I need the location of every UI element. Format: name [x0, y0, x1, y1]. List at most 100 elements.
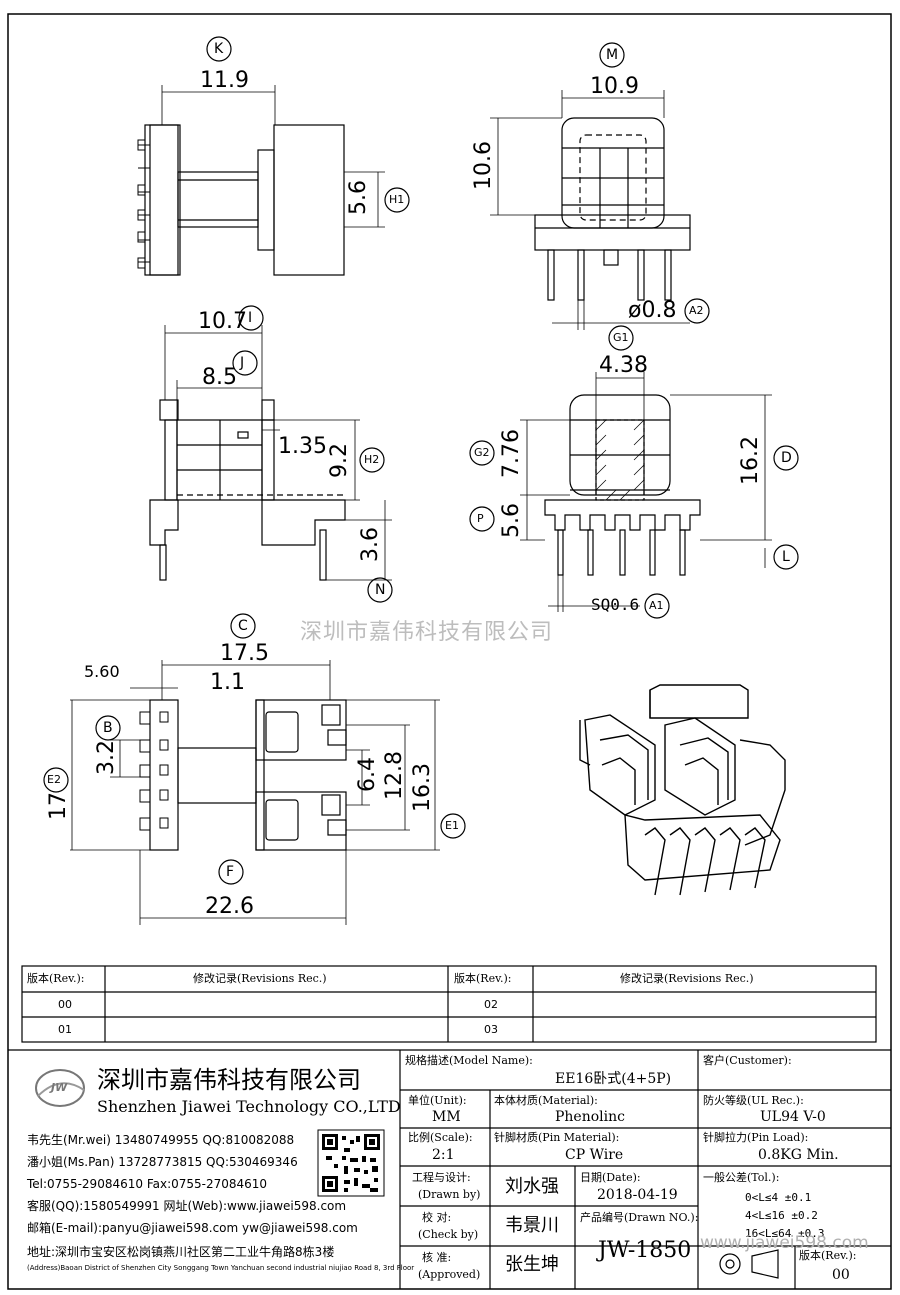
contact-4: 客服(QQ):1580549991 网址(Web):www.jiawei598.…: [27, 1199, 347, 1213]
tol-row-1: 0<L≤4 ±0.1: [745, 1191, 812, 1204]
dim-pin-mid-right: SQ0.6: [591, 595, 640, 614]
address-en: (Address)Baoan District of Shenzhen City…: [27, 1264, 415, 1272]
label-l: L: [782, 549, 790, 565]
dim-pitch-small-bottom-left: 1.1: [210, 670, 245, 695]
dim-offset-bottom-left: 5.60: [84, 662, 120, 681]
pin-material-label: 针脚材质(Pin Material):: [494, 1131, 620, 1144]
date-value: 2018-04-19: [597, 1187, 678, 1203]
view-top-left: [137, 36, 410, 276]
dim-pin-top-right: ø0.8: [628, 298, 677, 323]
drawn-no-label: 产品编号(Drawn NO.):: [580, 1211, 699, 1224]
label-g1: G1: [613, 331, 629, 344]
rev-row-01: 01: [58, 1023, 72, 1036]
date-label: 日期(Date):: [580, 1171, 641, 1184]
model-value: EE16卧式(4+5P): [555, 1071, 672, 1087]
dim-total-mid-right: 16.2: [738, 436, 763, 485]
label-n: N: [375, 582, 386, 598]
projection-symbol-icon: [719, 1249, 779, 1279]
label-a1: A1: [649, 599, 664, 612]
customer-label: 客户(Customer):: [703, 1054, 792, 1067]
material-label: 本体材质(Material):: [494, 1094, 598, 1107]
dim-width-top-left: 11.9: [200, 68, 249, 93]
rec-header-right: 修改记录(Revisions Rec.): [620, 972, 754, 985]
dim-height-top-right: 10.6: [471, 141, 496, 190]
check-value: 韦景川: [505, 1215, 559, 1236]
contact-1: 韦先生(Mr.wei) 13480749955 QQ:810082088: [27, 1133, 295, 1147]
label-k: K: [214, 41, 224, 57]
label-e1: E1: [445, 819, 459, 832]
drawn-no-value: JW-1850: [598, 1238, 692, 1263]
rev-header-left: 版本(Rev.):: [27, 972, 85, 985]
dim-mid-bottom-left: 12.8: [382, 751, 407, 800]
dim-inner-mid-left: 8.5: [202, 365, 237, 390]
dim-height-top-left: 5.6: [346, 180, 371, 215]
contact-3: Tel:0755-29084610 Fax:0755-27084610: [27, 1177, 268, 1191]
label-d: D: [781, 450, 792, 466]
contact-2: 潘小姐(Ms.Pan) 13728773815 QQ:530469346: [27, 1155, 298, 1169]
rev-row-02: 02: [484, 998, 498, 1011]
dim-pin-mid-left: 3.6: [358, 527, 383, 562]
label-m: M: [606, 47, 619, 63]
ul-label: 防火等级(UL Rec.):: [703, 1094, 804, 1107]
dim-outer-bottom-left: 16.3: [410, 763, 435, 812]
approve-sub: (Approved): [418, 1268, 481, 1281]
dim-wall-mid-left: 1.35: [278, 434, 327, 459]
label-p: P: [477, 512, 484, 525]
model-label: 规格描述(Model Name):: [405, 1054, 533, 1067]
dim-lower-mid-right: 5.6: [499, 503, 524, 538]
label-c: C: [238, 618, 248, 634]
scale-label: 比例(Scale):: [408, 1131, 473, 1144]
label-h2: H2: [364, 453, 380, 466]
view-bottom-left: [43, 613, 466, 925]
dim-width-bottom-left: 17.5: [220, 641, 269, 666]
revision-table-lines: [21, 965, 877, 1043]
ul-value: UL94 V-0: [760, 1109, 826, 1125]
rec-header-left: 修改记录(Revisions Rec.): [193, 972, 327, 985]
check-label: 校 对:: [422, 1211, 452, 1224]
scale-value: 2:1: [432, 1147, 455, 1163]
unit-value: MM: [432, 1109, 461, 1125]
pin-material-value: CP Wire: [565, 1147, 624, 1163]
label-g2: G2: [474, 446, 490, 459]
contact-5: 邮箱(E-mail):panyu@jiawei598.com yw@jiawei…: [27, 1221, 358, 1235]
label-f: F: [226, 864, 235, 880]
address-cn: 地址:深圳市宝安区松岗镇燕川社区第二工业牛角路8栋3楼: [27, 1245, 335, 1259]
pin-load-label: 针脚拉力(Pin Load):: [703, 1131, 809, 1144]
label-b: B: [103, 720, 113, 736]
dim-upper-mid-right: 7.76: [499, 429, 524, 478]
dim-height-mid-left: 9.2: [327, 443, 352, 478]
dim-center-mid-right: 4.38: [599, 353, 648, 378]
dim-height-bottom-left: 17: [46, 792, 71, 820]
dim-inner-bottom-left: 6.4: [355, 757, 380, 792]
design-sub: (Drawn by): [418, 1188, 481, 1201]
approve-label: 核 准:: [422, 1251, 452, 1264]
material-value: Phenolinc: [555, 1109, 625, 1125]
view-isometric: [579, 684, 786, 896]
watermark-company: 深圳市嘉伟科技有限公司: [300, 620, 554, 645]
label-j: J: [240, 355, 245, 371]
logo-text: JW: [51, 1081, 68, 1094]
dim-total-bottom-left: 22.6: [205, 894, 254, 919]
rev-row-03: 03: [484, 1023, 498, 1036]
tol-row-2: 4<L≤16 ±0.2: [745, 1209, 818, 1222]
qr-code: [317, 1129, 385, 1197]
dim-pitch-bottom-left: 3.2: [94, 740, 119, 775]
check-sub: (Check by): [418, 1228, 479, 1241]
tol-row-3: 16<L≤64 ±0.3: [745, 1227, 825, 1240]
label-i: I: [248, 310, 253, 326]
design-value: 刘水强: [505, 1176, 559, 1197]
rev-label: 版本(Rev.):: [799, 1249, 857, 1262]
design-label: 工程与设计:: [412, 1171, 471, 1184]
rev-value: 00: [832, 1267, 850, 1283]
view-mid-left: [149, 305, 393, 603]
pin-load-value: 0.8KG Min.: [758, 1147, 839, 1163]
view-top-right: [490, 42, 710, 330]
unit-label: 单位(Unit):: [408, 1094, 467, 1107]
label-a2: A2: [689, 304, 704, 317]
tol-label: 一般公差(Tol.):: [703, 1171, 780, 1184]
company-name-cn: 深圳市嘉伟科技有限公司: [97, 1066, 361, 1094]
label-h1: H1: [389, 193, 405, 206]
approve-value: 张生坤: [505, 1254, 559, 1275]
dim-outer-mid-left: 10.7: [198, 309, 247, 334]
